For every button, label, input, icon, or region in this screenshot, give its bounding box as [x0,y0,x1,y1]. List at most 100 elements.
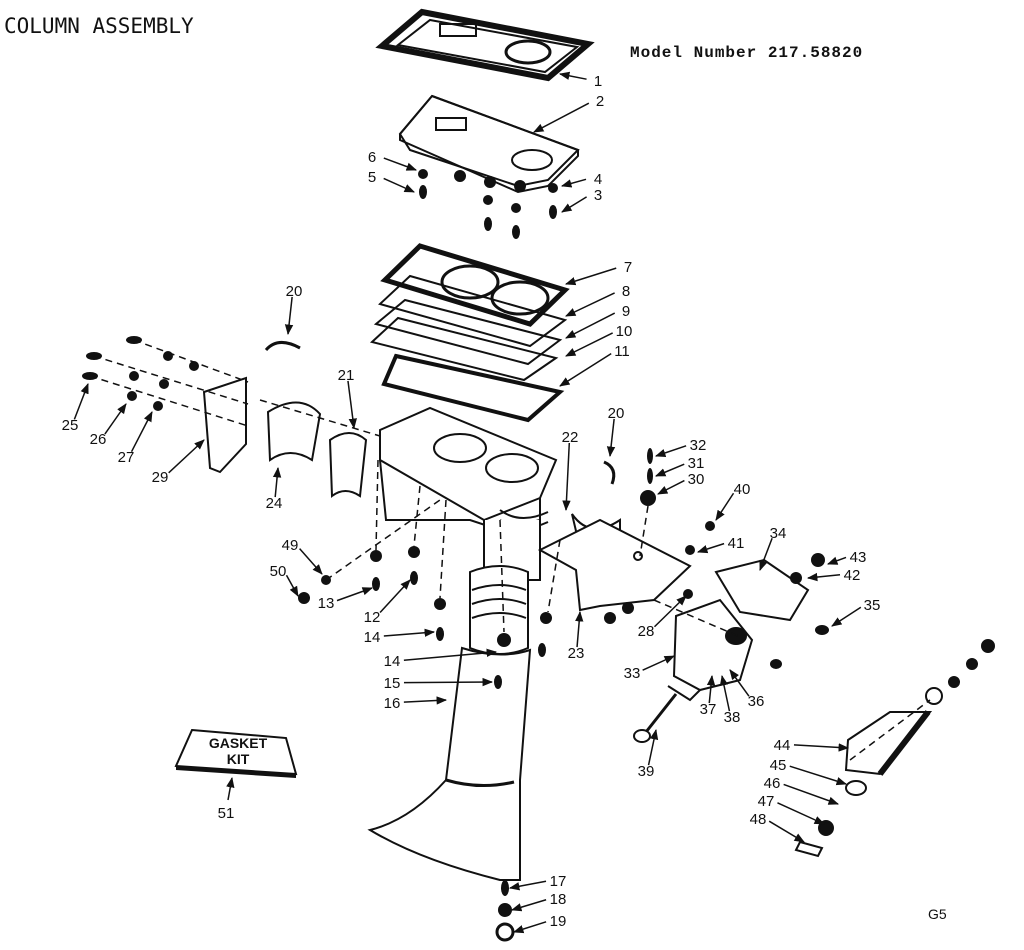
cover-screws [418,169,558,239]
leader-line [403,696,448,705]
leader-line [768,820,805,843]
leader-line [706,674,716,704]
leader-line [104,403,127,435]
callout-23: 23 [568,645,585,662]
callout-9: 9 [622,303,630,320]
pivot-pin [633,693,678,743]
callout-38: 38 [724,709,741,726]
gasket-kit-box: GASKET KIT 51 [174,728,298,822]
head-housing [379,406,558,532]
callout-21: 21 [338,367,355,384]
left-clamp-parts [202,341,368,498]
leader-line [272,466,282,498]
callout-24: 24 [266,495,283,512]
leader-line [831,606,862,627]
column-tube [469,520,541,655]
callout-26: 26 [90,431,107,448]
callout-14: 14 [364,629,381,646]
leader-line [512,921,547,934]
leader-line [561,196,588,213]
leader-line [347,380,357,430]
callout-32: 32 [690,437,707,454]
callout-20: 20 [608,405,625,422]
callout-36: 36 [748,693,765,710]
leader-line [783,783,839,805]
leader-line [565,332,613,357]
leader-line [285,574,299,597]
callout-22: 22 [562,429,579,446]
page-title: COLUMN ASSEMBLY [4,14,194,38]
callout-20: 20 [286,283,303,300]
leader-line [559,352,612,387]
callout-11: 11 [614,343,630,360]
callout-3: 3 [594,187,602,204]
leader-line [510,899,547,912]
callout-39: 39 [638,763,655,780]
gasket-stack [369,243,570,423]
leader-line [793,743,850,752]
leader-line [560,178,587,188]
callout-46: 46 [764,775,781,792]
callout-47: 47 [758,793,775,810]
callout-28: 28 [638,623,655,640]
callout-37: 37 [700,701,717,718]
callout-42: 42 [844,567,861,584]
leader-line [789,765,848,786]
callout-34: 34 [770,525,787,542]
leader-line [130,411,153,453]
lower-leg [367,646,532,881]
callout-15: 15 [384,675,401,692]
callout-8: 8 [622,283,630,300]
top-gasket [375,8,595,82]
callout-6: 6 [368,149,376,166]
misc-fasteners [298,521,829,689]
leader-line [299,548,323,575]
leader-line [777,802,825,825]
callout-29: 29 [152,469,169,486]
callout-2: 2 [596,93,604,110]
leader-line [827,556,847,565]
leader-line [806,572,841,582]
leader-line [606,418,616,458]
leader-line [562,442,571,512]
leader-line [653,595,687,628]
callout-31: 31 [688,455,705,472]
callout-10: 10 [616,323,633,340]
callout-43: 43 [850,549,867,566]
callout-17: 17 [550,873,567,890]
callout-27: 27 [118,449,135,466]
callout-35: 35 [864,597,881,614]
model-number: Model Number 217.58820 [630,44,864,62]
leader-line [383,157,417,171]
callout-leaders [73,71,862,934]
leader-line [558,71,587,80]
gasket-kit-line2: KIT [227,751,250,767]
callout-33: 33 [624,665,641,682]
leader-line [697,542,725,554]
leader-line [565,292,615,317]
leader-line [655,445,687,457]
leader-line [642,655,675,671]
callout-44: 44 [774,737,791,754]
leader-line [403,648,498,661]
leader-line [715,492,735,521]
leader-line [168,439,205,474]
leader-line [655,463,685,477]
leader-line [533,102,590,133]
right-top-screws [640,448,656,506]
left-screws [82,336,199,411]
leader-line [336,587,373,602]
leader-line [759,537,773,571]
callout-5: 5 [368,169,376,186]
leader-line [383,628,436,637]
tiller-bracket [667,558,810,702]
callout-12: 12 [364,609,381,626]
leader-line [403,677,494,687]
leader-line [379,579,411,614]
callout-7: 7 [624,259,632,276]
callout-50: 50 [270,563,287,580]
leader-line [284,296,294,336]
leader-line [383,177,415,193]
callout-13: 13 [318,595,335,612]
